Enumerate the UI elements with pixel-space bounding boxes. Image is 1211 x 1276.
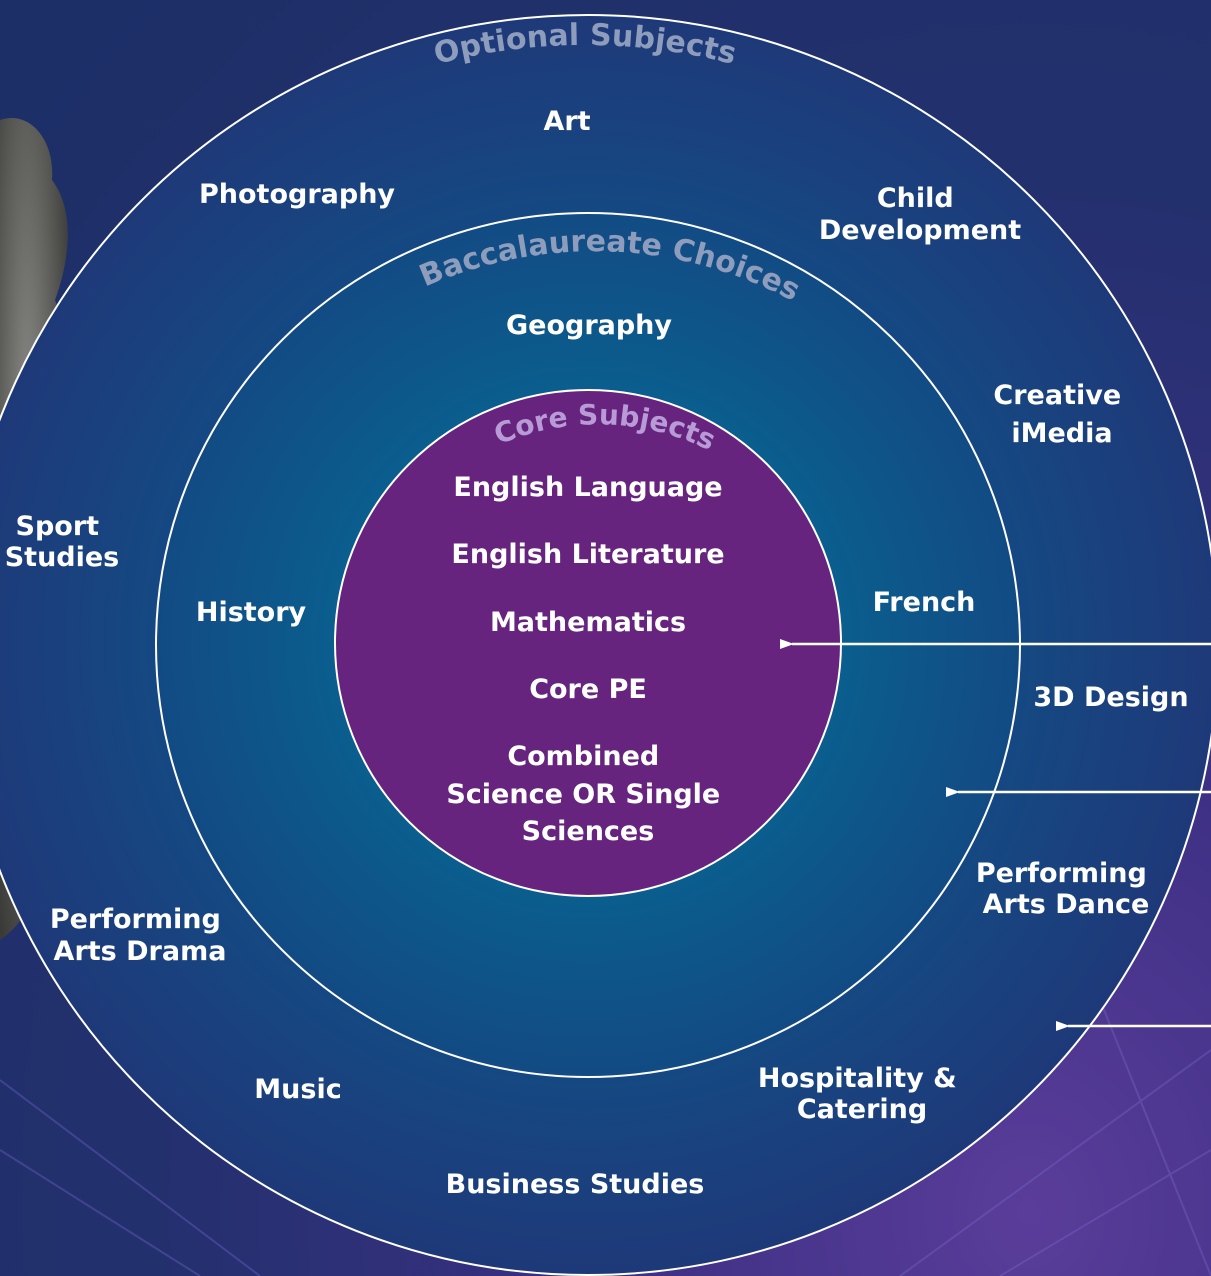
opt-performing-arts-drama: Performing Arts Drama bbox=[50, 904, 230, 967]
opt-music: Music bbox=[254, 1074, 341, 1105]
optional-subjects-list: Art Photography Child Development Creati… bbox=[5, 106, 1189, 1200]
bacc-history: History bbox=[196, 597, 307, 628]
opt-performing-arts-dance: Performing Arts Dance bbox=[976, 858, 1156, 920]
opt-art: Art bbox=[543, 106, 590, 137]
pointer-arrows bbox=[780, 639, 1211, 1031]
bacc-french: French bbox=[873, 587, 976, 618]
core-subject-english-language: English Language bbox=[453, 472, 722, 503]
opt-hospitality-catering: Hospitality & Catering bbox=[758, 1063, 966, 1125]
opt-photography: Photography bbox=[199, 179, 395, 210]
opt-child-development: Child Development bbox=[819, 183, 1021, 246]
baccalaureate-choices-list: Geography History French bbox=[196, 310, 976, 628]
bacc-geography: Geography bbox=[506, 310, 672, 341]
core-subjects-list: English Language English Literature Math… bbox=[446, 472, 729, 847]
opt-sport-studies: Sport Studies bbox=[5, 511, 120, 573]
opt-business-studies: Business Studies bbox=[446, 1169, 705, 1200]
core-subject-english-literature: English Literature bbox=[451, 539, 724, 570]
opt-creative-imedia: Creative iMedia bbox=[993, 380, 1130, 449]
opt-3d-design: 3D Design bbox=[1033, 682, 1188, 713]
core-subject-sciences: Combined Science OR Single Sciences bbox=[446, 741, 729, 847]
core-subject-core-pe: Core PE bbox=[529, 674, 647, 705]
core-subject-mathematics: Mathematics bbox=[490, 607, 686, 638]
background-grid bbox=[0, 999, 1211, 1276]
